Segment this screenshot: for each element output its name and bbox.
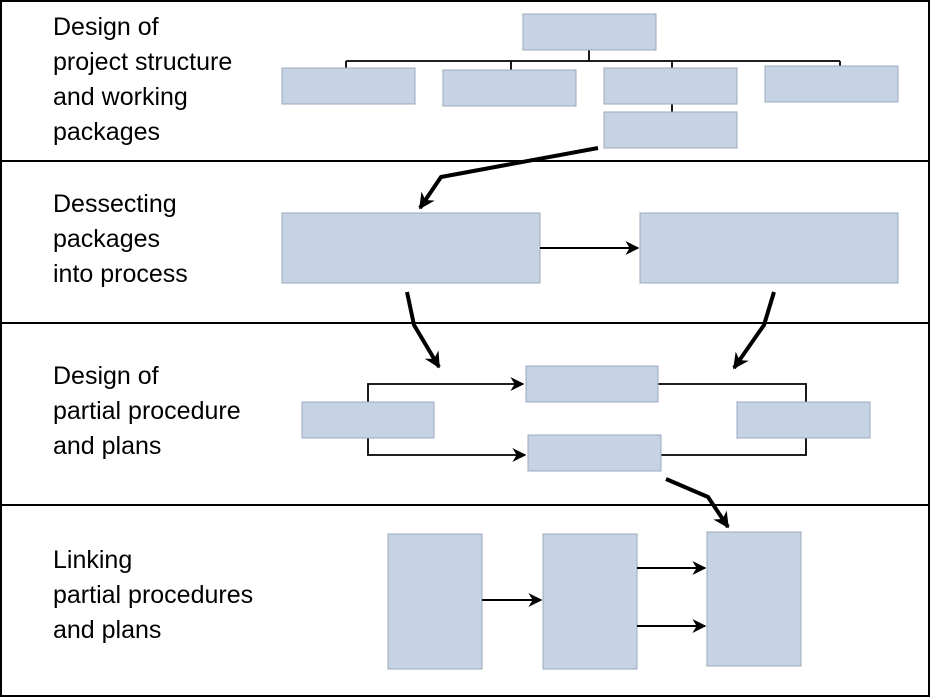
- stage-1-label-line: packages: [53, 118, 160, 146]
- procedure-lower-box: [527, 434, 662, 472]
- linking-box-1: [387, 533, 483, 670]
- stage-2-label-line: packages: [53, 225, 160, 253]
- stage-1-tree: [281, 13, 899, 149]
- process-box-right: [639, 212, 899, 284]
- stage-3-label-line: Design of: [53, 362, 159, 390]
- stage-4-label: Linking partial procedures and plans: [53, 546, 260, 644]
- stage-4-panel: [0, 504, 930, 697]
- procedure-connector: [367, 438, 527, 462]
- procedure-start-box: [301, 401, 435, 439]
- tree-root-box: [522, 13, 657, 51]
- transition-arrow: [665, 477, 730, 529]
- stage-3-label: Design of partial procedure and plans: [53, 362, 248, 460]
- stage-2-label-line: into process: [53, 260, 188, 288]
- stage-1-label-line: project structure: [53, 48, 232, 76]
- stage-1-label: Design of project structure and working …: [53, 13, 239, 146]
- stage-2-process: [281, 212, 899, 284]
- transition-arrow: [405, 291, 441, 369]
- stage-4-label-line: Linking: [53, 546, 132, 574]
- stage-1-label-line: Design of: [53, 13, 159, 41]
- linking-boxes: [387, 531, 802, 670]
- linking-arrows: [482, 561, 707, 633]
- stage-3-label-line: partial procedure: [53, 397, 241, 425]
- procedure-connector: [367, 377, 525, 402]
- procedure-connector: [658, 383, 807, 402]
- linking-box-3: [706, 531, 802, 667]
- tree-boxes: [281, 13, 899, 149]
- stage-1-label-line: and working: [53, 83, 188, 111]
- stage-4-label-line: partial procedures: [53, 581, 253, 609]
- procedure-upper-box: [525, 365, 659, 403]
- stage-3-procedures: [301, 365, 871, 472]
- linking-box-2: [542, 533, 638, 670]
- sub-package-box: [603, 111, 738, 149]
- stage-2-label: Dessecting packages into process: [53, 190, 188, 288]
- process-boxes: [281, 212, 899, 284]
- transition-arrow: [732, 291, 776, 370]
- transition-arrow: [418, 146, 599, 210]
- work-package-box: [603, 67, 738, 105]
- process-box-left: [281, 212, 541, 284]
- transition-arrows: [405, 146, 776, 529]
- work-package-box: [281, 67, 416, 105]
- stage-4-linking: [387, 531, 802, 670]
- stage-3-label-line: and plans: [53, 432, 161, 460]
- tree-connectors: [345, 50, 841, 112]
- procedure-connector: [661, 438, 807, 456]
- procedure-end-box: [736, 401, 871, 439]
- work-package-box: [764, 65, 899, 103]
- stage-4-label-line: and plans: [53, 616, 161, 644]
- procedure-connectors: [367, 377, 807, 462]
- work-package-box: [442, 69, 577, 107]
- procedure-boxes: [301, 365, 871, 472]
- stage-2-label-line: Dessecting: [53, 190, 177, 218]
